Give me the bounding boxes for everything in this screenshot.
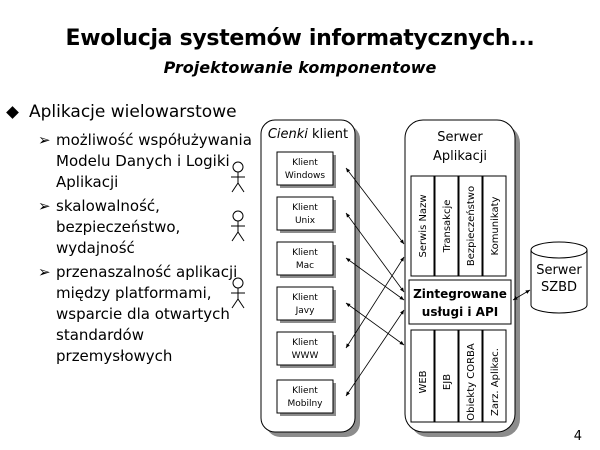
sub-bullet-line: skalowalność, [56, 197, 160, 215]
thin-client-header: Cienki klient [268, 127, 348, 142]
client-box-windows: Klient Windows [276, 151, 336, 188]
client-label: Klient [292, 248, 318, 258]
sub-bullet-line: wydajność [56, 239, 135, 257]
client-label: Windows [285, 171, 325, 181]
connection-arrows [345, 167, 405, 397]
sub-bullet-2: ➢ skalowalność, bezpieczeństwo, wydajnoś… [38, 196, 180, 259]
bottom-component-columns [410, 329, 507, 423]
component-label-ejb: EJB [442, 374, 453, 390]
slide-subtitle: Projektowanie komponentowe [163, 58, 437, 77]
sub-bullet-line: Modelu Danych i Logiki [56, 152, 230, 170]
component-label-app-mgmt: Zarz. Aplikac. [490, 348, 501, 416]
sub-bullet-3: ➢ przenaszalność aplikacji między platfo… [38, 262, 237, 367]
slide-title: Ewolucja systemów informatycznych... [65, 26, 535, 51]
sub-bullet-line: przemysłowych [56, 347, 173, 365]
integrated-services-box [408, 279, 512, 325]
service-label-security: Bezpieczeństwo [465, 186, 477, 266]
client-label: Mac [296, 261, 314, 271]
arrow-bullet-icon: ➢ [38, 131, 51, 149]
sub-bullet-line: możliwość współużywania [56, 131, 252, 149]
client-box-mobile: Klient Mobilny [276, 379, 336, 416]
sub-bullet-1: ➢ możliwość współużywania Modelu Danych … [38, 130, 252, 193]
client-box-java: Klient Javy [276, 286, 336, 323]
user-figure-icon [231, 161, 245, 193]
integrated-services-label: usługi i API [422, 305, 498, 319]
client-label: Unix [295, 216, 316, 226]
client-label: WWW [292, 351, 319, 361]
sub-bullet-line: przenaszalność aplikacji [56, 263, 238, 281]
top-service-columns [410, 175, 507, 277]
sub-bullet-line: bezpieczeństwo, [56, 218, 181, 236]
integrated-services-label: Zintegrowane [413, 287, 507, 301]
main-bullet: Aplikacje wielowarstowe [6, 102, 237, 122]
database-label: SZBD [541, 280, 577, 295]
client-label: Mobilny [287, 399, 323, 409]
app-server-header: Serwer [437, 130, 483, 145]
service-label-naming: Serwis Nazw [418, 195, 429, 258]
client-box-mac: Klient Mac [276, 241, 336, 278]
client-label: Klient [292, 203, 318, 213]
client-label: Klient [292, 293, 318, 303]
page-number: 4 [573, 429, 582, 444]
main-bullet-text: Aplikacje wielowarstowe [29, 102, 237, 122]
client-box-www: Klient WWW [276, 331, 336, 368]
database-label: Serwer [536, 263, 582, 278]
client-label: Klient [292, 386, 318, 396]
service-label-messaging: Komunikaty [490, 196, 501, 255]
component-label-corba: Obiekty CORBA [466, 343, 477, 421]
sub-bullet-line: między platformami, [56, 284, 212, 302]
sub-bullet-line: Aplikacji [56, 173, 119, 191]
user-figure-icon [231, 210, 245, 242]
client-label: Javy [295, 306, 315, 316]
client-label: Klient [292, 158, 318, 168]
service-label-transactions: Transakcje [442, 200, 453, 254]
client-label: Klient [292, 338, 318, 348]
sub-bullet-line: standardów [56, 326, 144, 344]
server-to-db-arrow [512, 289, 531, 301]
component-label-web: WEB [418, 370, 429, 393]
app-server-header: Aplikacji [433, 149, 487, 164]
arrow-bullet-icon: ➢ [38, 263, 51, 281]
database-cylinder-icon [530, 241, 588, 314]
client-box-unix: Klient Unix [276, 196, 336, 233]
user-figure-icon [231, 277, 245, 309]
sub-bullet-line: wsparcie dla otwartych [56, 305, 230, 323]
arrow-bullet-icon: ➢ [38, 197, 51, 215]
